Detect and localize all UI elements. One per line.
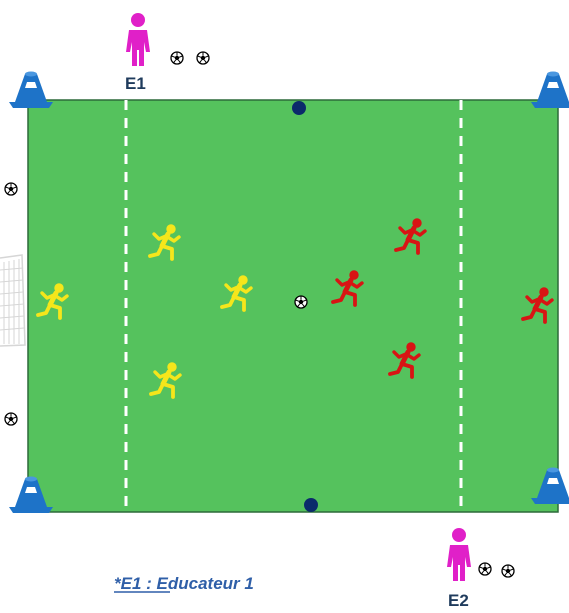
ball <box>502 565 514 577</box>
ball <box>171 52 183 64</box>
ball <box>5 183 17 195</box>
small-goal-left <box>0 255 25 346</box>
halfway-marker-bottom <box>304 498 318 512</box>
cone-top-right <box>531 72 569 109</box>
ball <box>479 563 491 575</box>
ball <box>295 296 307 308</box>
educator-bottom-icon <box>447 528 471 581</box>
cone-top-left <box>9 72 53 109</box>
educator-bottom-label: E2 <box>448 591 469 610</box>
legend-text: *E1 : Educateur 1 <box>114 574 254 593</box>
pitch <box>28 100 558 512</box>
educator-top-icon <box>126 13 150 66</box>
ball <box>5 413 17 425</box>
halfway-marker-top <box>292 101 306 115</box>
ball <box>197 52 209 64</box>
educator-top-label: E1 <box>125 74 146 93</box>
